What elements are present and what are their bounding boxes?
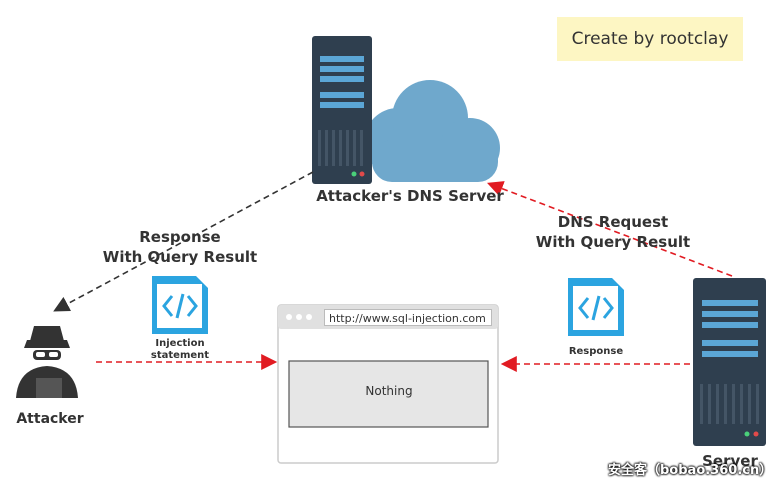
browser-url-bar[interactable]: http://www.sql-injection.com	[324, 309, 492, 326]
injection-line2: statement	[150, 350, 210, 361]
arrow-dns-to-attacker	[53, 171, 314, 312]
arrow-server-to-dns	[487, 181, 733, 277]
dns-server-icon	[312, 36, 372, 184]
cloud-icon	[364, 80, 500, 182]
server-label: Server	[702, 452, 758, 470]
code-file-icon	[568, 278, 624, 336]
response-label-line2: With Query Result	[102, 248, 258, 266]
dns-server-label: Attacker's DNS Server	[316, 187, 504, 205]
credit-label: Create by rootclay	[557, 17, 743, 61]
injection-line1: Injection	[155, 338, 205, 349]
server-icon	[693, 278, 766, 446]
dns-request-label: DNS Request With Query Result	[528, 212, 698, 252]
response-label-line1: Response	[139, 228, 221, 246]
response-small-label: Response	[568, 346, 624, 357]
dns-request-line1: DNS Request	[557, 213, 669, 231]
injection-label: Injection statement	[140, 338, 220, 362]
attacker-label: Attacker	[16, 411, 84, 427]
response-with-result-label: Response With Query Result	[90, 227, 270, 267]
code-file-icon	[152, 276, 208, 334]
attacker-icon	[16, 326, 78, 398]
watermark: 安全客（bobao.360.cn）	[608, 463, 773, 478]
browser-body-text: Nothing	[365, 384, 413, 398]
dns-request-line2: With Query Result	[535, 233, 691, 251]
